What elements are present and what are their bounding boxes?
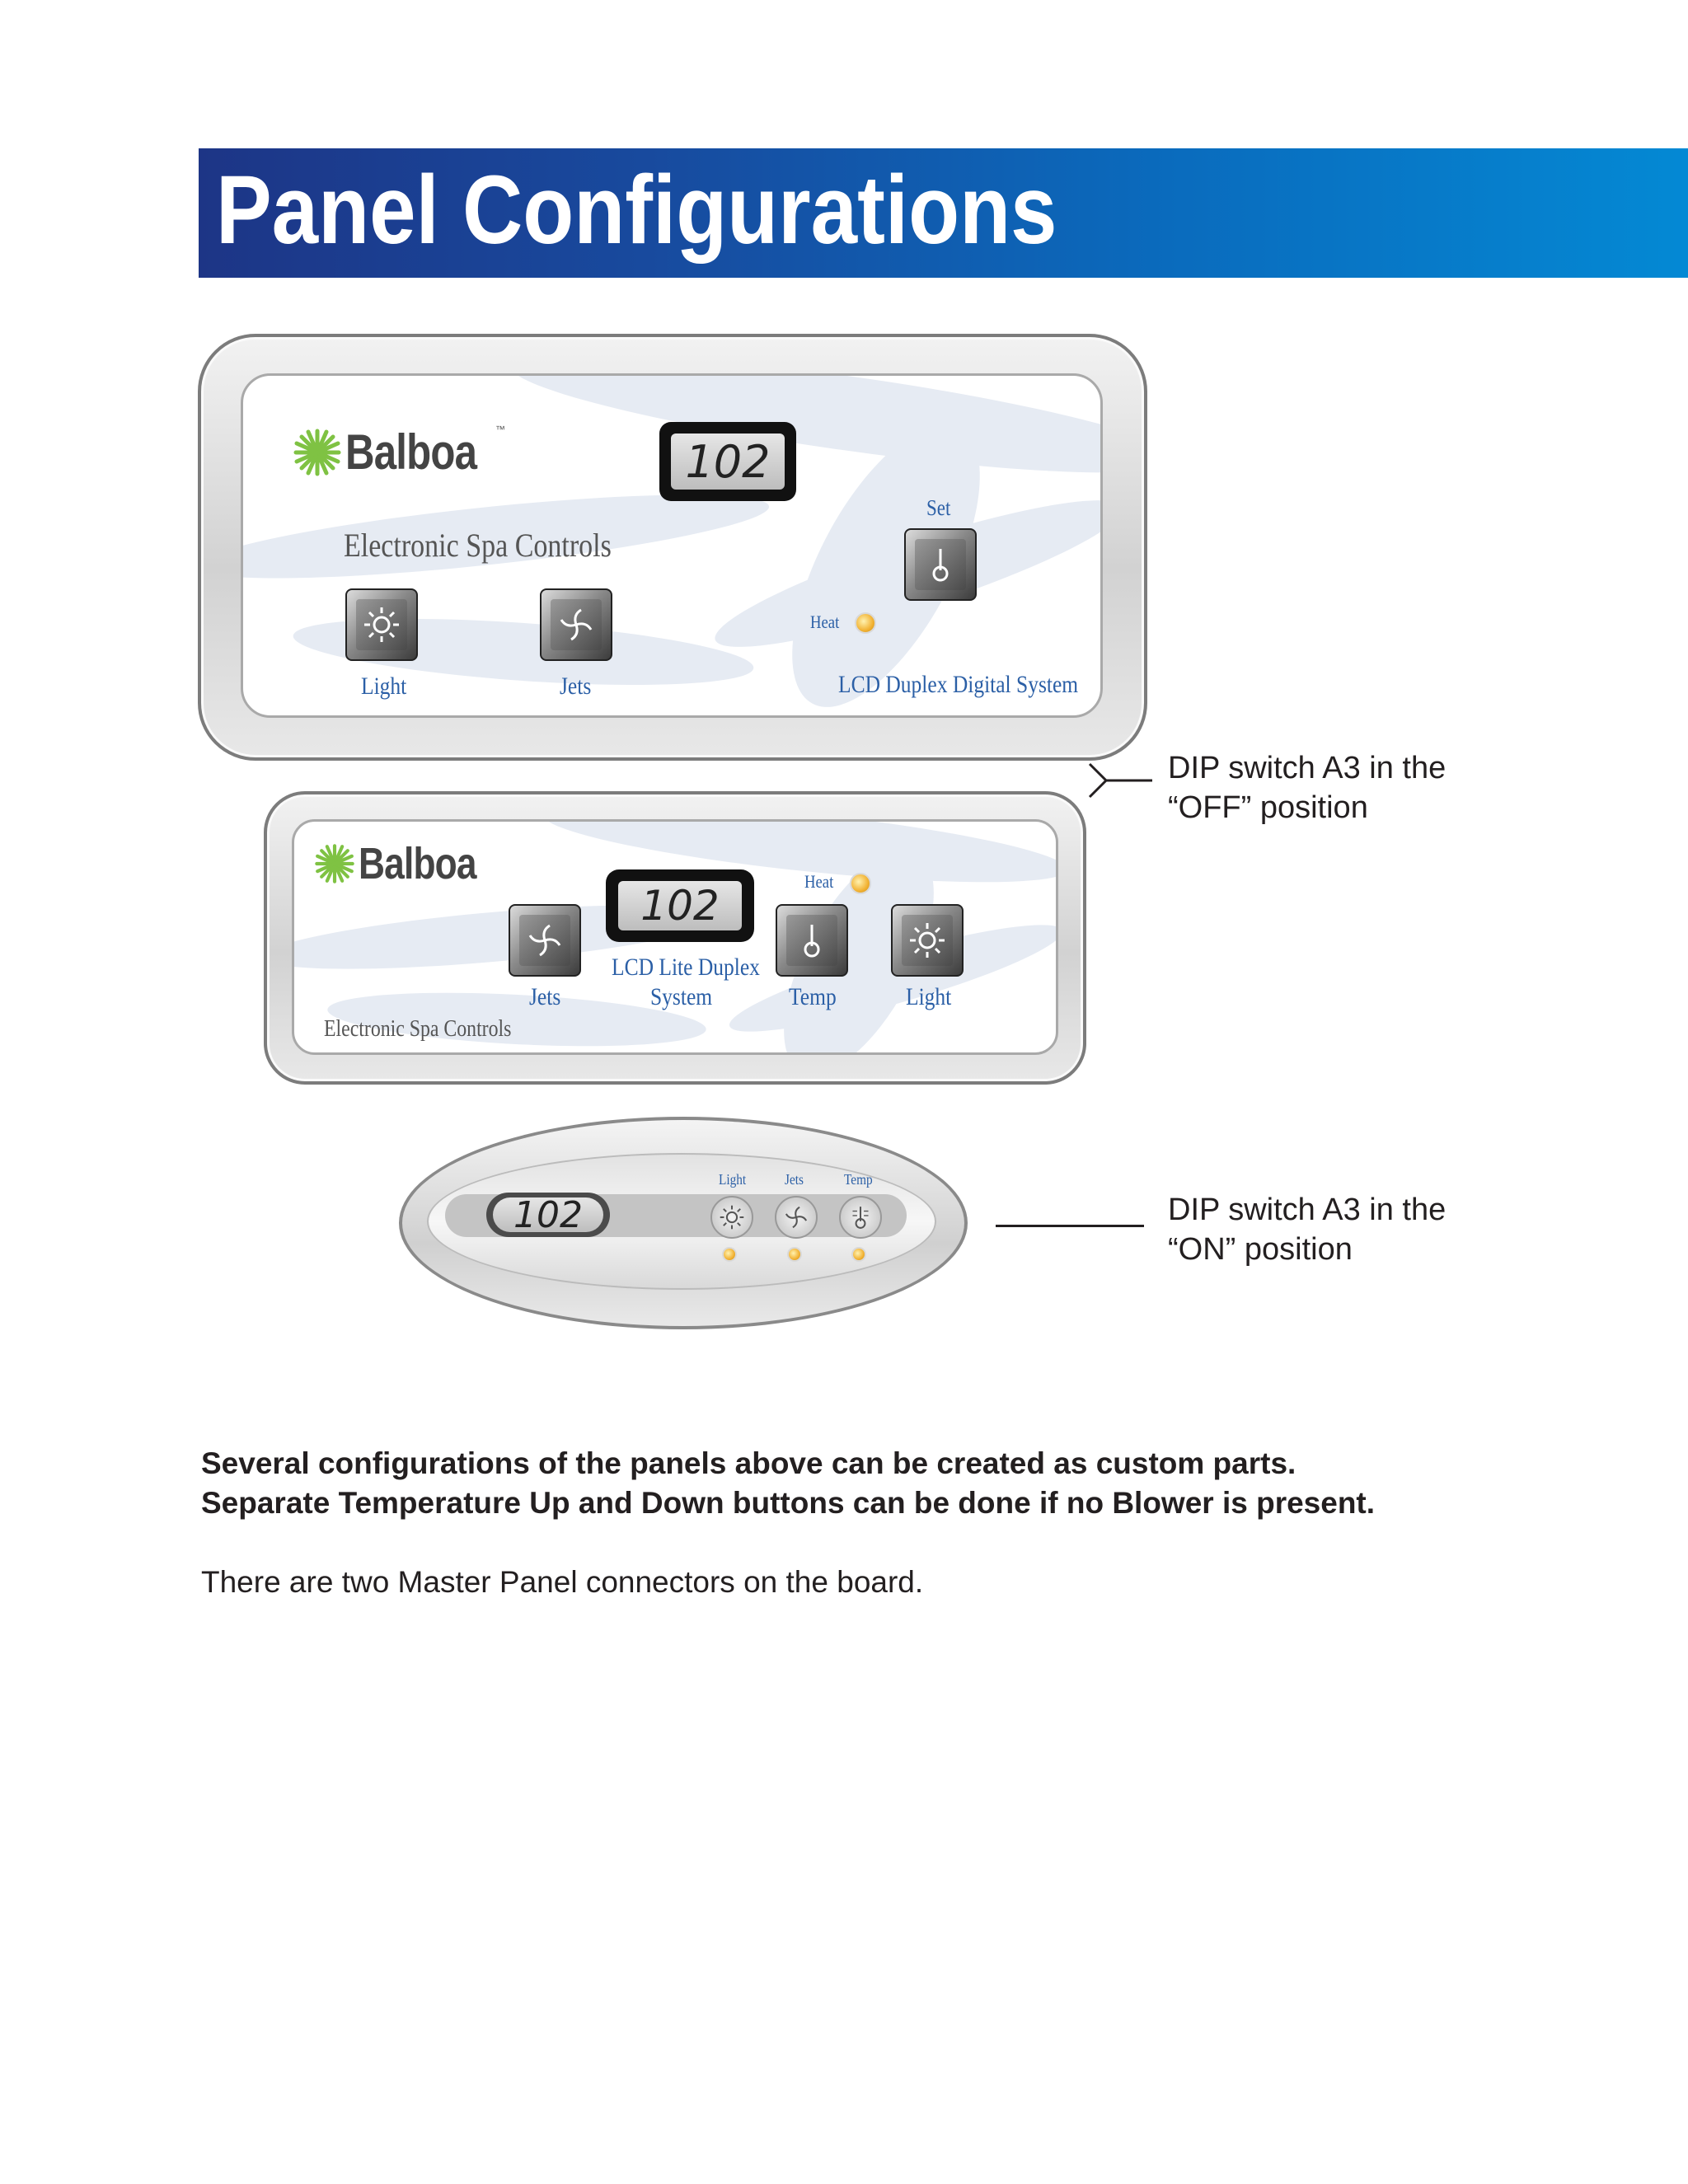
subtitle: Electronic Spa Controls xyxy=(324,1016,512,1042)
light-button[interactable] xyxy=(345,588,418,661)
callout-on-line2: “ON” position xyxy=(1168,1232,1353,1267)
system-label-line2: System xyxy=(650,983,713,1010)
body-bold-line2: Separate Temperature Up and Down buttons… xyxy=(201,1486,1376,1520)
light-indicator-led xyxy=(722,1247,737,1262)
jets-label: Jets xyxy=(529,983,561,1010)
light-button[interactable] xyxy=(891,904,964,977)
jets-label: Jets xyxy=(785,1171,804,1188)
jets-icon xyxy=(560,608,593,641)
subtitle: Electronic Spa Controls xyxy=(344,527,612,564)
lcd-display: 102 xyxy=(659,422,796,501)
callout-off: DIP switch A3 in the “OFF” position xyxy=(1168,748,1446,827)
jets-button[interactable] xyxy=(509,904,581,977)
title-banner xyxy=(199,148,1688,278)
heat-label: Heat xyxy=(804,871,834,892)
panel-lcd-duplex-digital: Balboa ™ Electronic Spa Controls 102 Set… xyxy=(198,334,1147,761)
jets-button[interactable] xyxy=(775,1196,818,1239)
heat-indicator-led xyxy=(855,612,876,634)
panel-oval: 102 Light Jets Temp xyxy=(399,1117,968,1329)
system-label: LCD Duplex Digital System xyxy=(838,671,1079,698)
temp-label: Temp xyxy=(789,983,837,1010)
jets-icon xyxy=(785,1206,808,1229)
temp-label: Temp xyxy=(844,1171,873,1188)
temp-button[interactable] xyxy=(839,1196,882,1239)
panel-face: Balboa 102 Heat Jets LCD Lite Duplex Sys… xyxy=(292,819,1058,1055)
callout-on-line1: DIP switch A3 in the xyxy=(1168,1193,1447,1227)
balboa-logo: Balboa xyxy=(314,838,502,889)
light-label: Light xyxy=(719,1171,747,1188)
callout-on: DIP switch A3 in the “ON” position xyxy=(1168,1190,1446,1269)
light-label: Light xyxy=(361,673,407,700)
heat-indicator-led xyxy=(850,873,871,894)
temp-button[interactable] xyxy=(776,904,848,977)
page-title: Panel Configurations xyxy=(216,156,1057,265)
balboa-logo: Balboa ™ xyxy=(293,424,505,480)
heat-label: Heat xyxy=(810,612,840,632)
callout-off-line2: “OFF” position xyxy=(1168,790,1368,825)
light-icon xyxy=(720,1205,744,1230)
set-button[interactable] xyxy=(904,528,977,601)
thermometer-icon xyxy=(932,549,949,582)
lcd-display: 102 xyxy=(486,1193,610,1237)
trademark: ™ xyxy=(495,424,506,435)
light-icon xyxy=(910,923,945,958)
lcd-readout: 102 xyxy=(618,881,742,930)
body-bold-line1: Several configurations of the panels abo… xyxy=(201,1446,1296,1480)
jets-icon xyxy=(528,924,561,957)
light-icon xyxy=(364,607,399,642)
callout-on-connector xyxy=(996,1225,1144,1227)
jets-button[interactable] xyxy=(540,588,612,661)
callout-off-connector xyxy=(1088,762,1152,799)
lcd-display: 102 xyxy=(606,869,754,942)
set-label: Set xyxy=(926,495,951,520)
panel-face: Balboa ™ Electronic Spa Controls 102 Set… xyxy=(241,373,1103,718)
panel-lcd-lite-duplex: Balboa 102 Heat Jets LCD Lite Duplex Sys… xyxy=(264,791,1086,1085)
temp-indicator-led xyxy=(851,1247,866,1262)
oval-inner: 102 Light Jets Temp xyxy=(427,1153,936,1290)
body-regular: There are two Master Panel connectors on… xyxy=(201,1565,924,1599)
balboa-brand: Balboa xyxy=(359,839,477,888)
system-label-line1: LCD Lite Duplex xyxy=(612,954,760,981)
light-label: Light xyxy=(906,983,952,1010)
thermometer-icon xyxy=(852,1207,869,1229)
jets-label: Jets xyxy=(560,673,592,700)
balboa-logo-icon xyxy=(315,844,354,883)
light-button[interactable] xyxy=(710,1196,753,1239)
lcd-readout: 102 xyxy=(493,1194,603,1236)
balboa-brand: Balboa xyxy=(345,424,477,480)
callout-off-line1: DIP switch A3 in the xyxy=(1168,751,1447,785)
balboa-logo-icon xyxy=(293,429,341,476)
thermometer-icon xyxy=(804,925,820,958)
lcd-readout: 102 xyxy=(671,434,785,490)
jets-indicator-led xyxy=(787,1247,802,1262)
